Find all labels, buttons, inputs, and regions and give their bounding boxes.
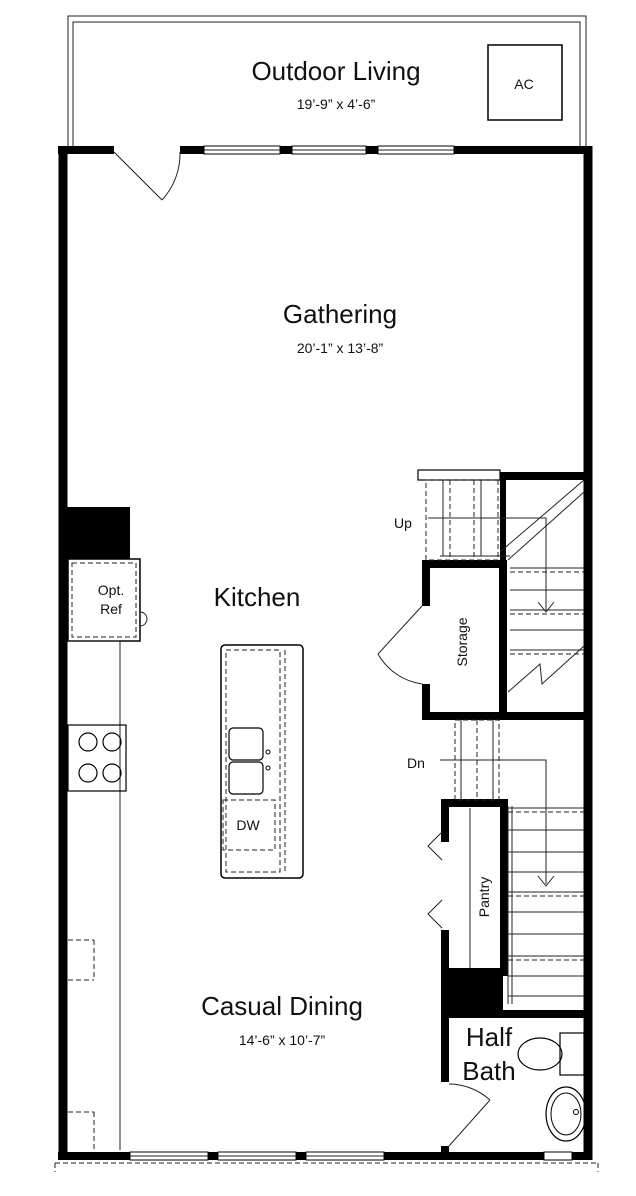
half-bath-title-line2: Bath: [462, 1056, 516, 1086]
gathering-title: Gathering: [283, 299, 397, 329]
stair-up: [417, 469, 585, 693]
stair-down: [440, 719, 584, 1004]
opt-ref-label-line2: Ref: [100, 601, 122, 617]
casual-dining-title: Casual Dining: [201, 991, 363, 1021]
interior-walls: [422, 472, 592, 1160]
outdoor-living-dims: 19’-9” x 4’-6”: [297, 96, 376, 112]
sink-basin-1: [228, 727, 264, 761]
sink-basin-2: [228, 761, 264, 795]
kitchen-title: Kitchen: [214, 582, 301, 612]
pantry-doors: [427, 808, 471, 968]
opt-ref-label-line1: Opt.: [98, 582, 124, 598]
lot-line: [54, 1162, 599, 1172]
dishwasher: [222, 799, 276, 851]
gathering-dims: 20’-1” x 13’-8”: [297, 340, 384, 356]
bath-sink: [545, 1086, 587, 1142]
kitchen-island: [220, 644, 304, 879]
storage-door: [377, 605, 423, 685]
bath-door: [448, 1083, 491, 1147]
cooktop: [67, 724, 127, 792]
toilet: [517, 1032, 585, 1076]
exterior-walls: [58, 145, 593, 1161]
stair-up-label: Up: [394, 515, 412, 531]
pantry-label: Pantry: [476, 877, 492, 917]
refrigerator: [67, 558, 148, 642]
half-bath-title-line1: Half: [466, 1022, 513, 1052]
ac-label: AC: [514, 76, 533, 92]
outdoor-living-title: Outdoor Living: [251, 56, 420, 86]
dishwasher-label: DW: [236, 817, 260, 833]
storage-label: Storage: [454, 617, 470, 666]
left-counter: [68, 640, 121, 1150]
outdoor-living-outline: [67, 15, 587, 148]
stair-down-label: Dn: [407, 755, 425, 771]
column-block: [66, 507, 130, 559]
casual-dining-dims: 14’-6” x 10’-7”: [239, 1032, 326, 1048]
ac-unit: [487, 44, 563, 121]
patio-door: [113, 151, 181, 201]
